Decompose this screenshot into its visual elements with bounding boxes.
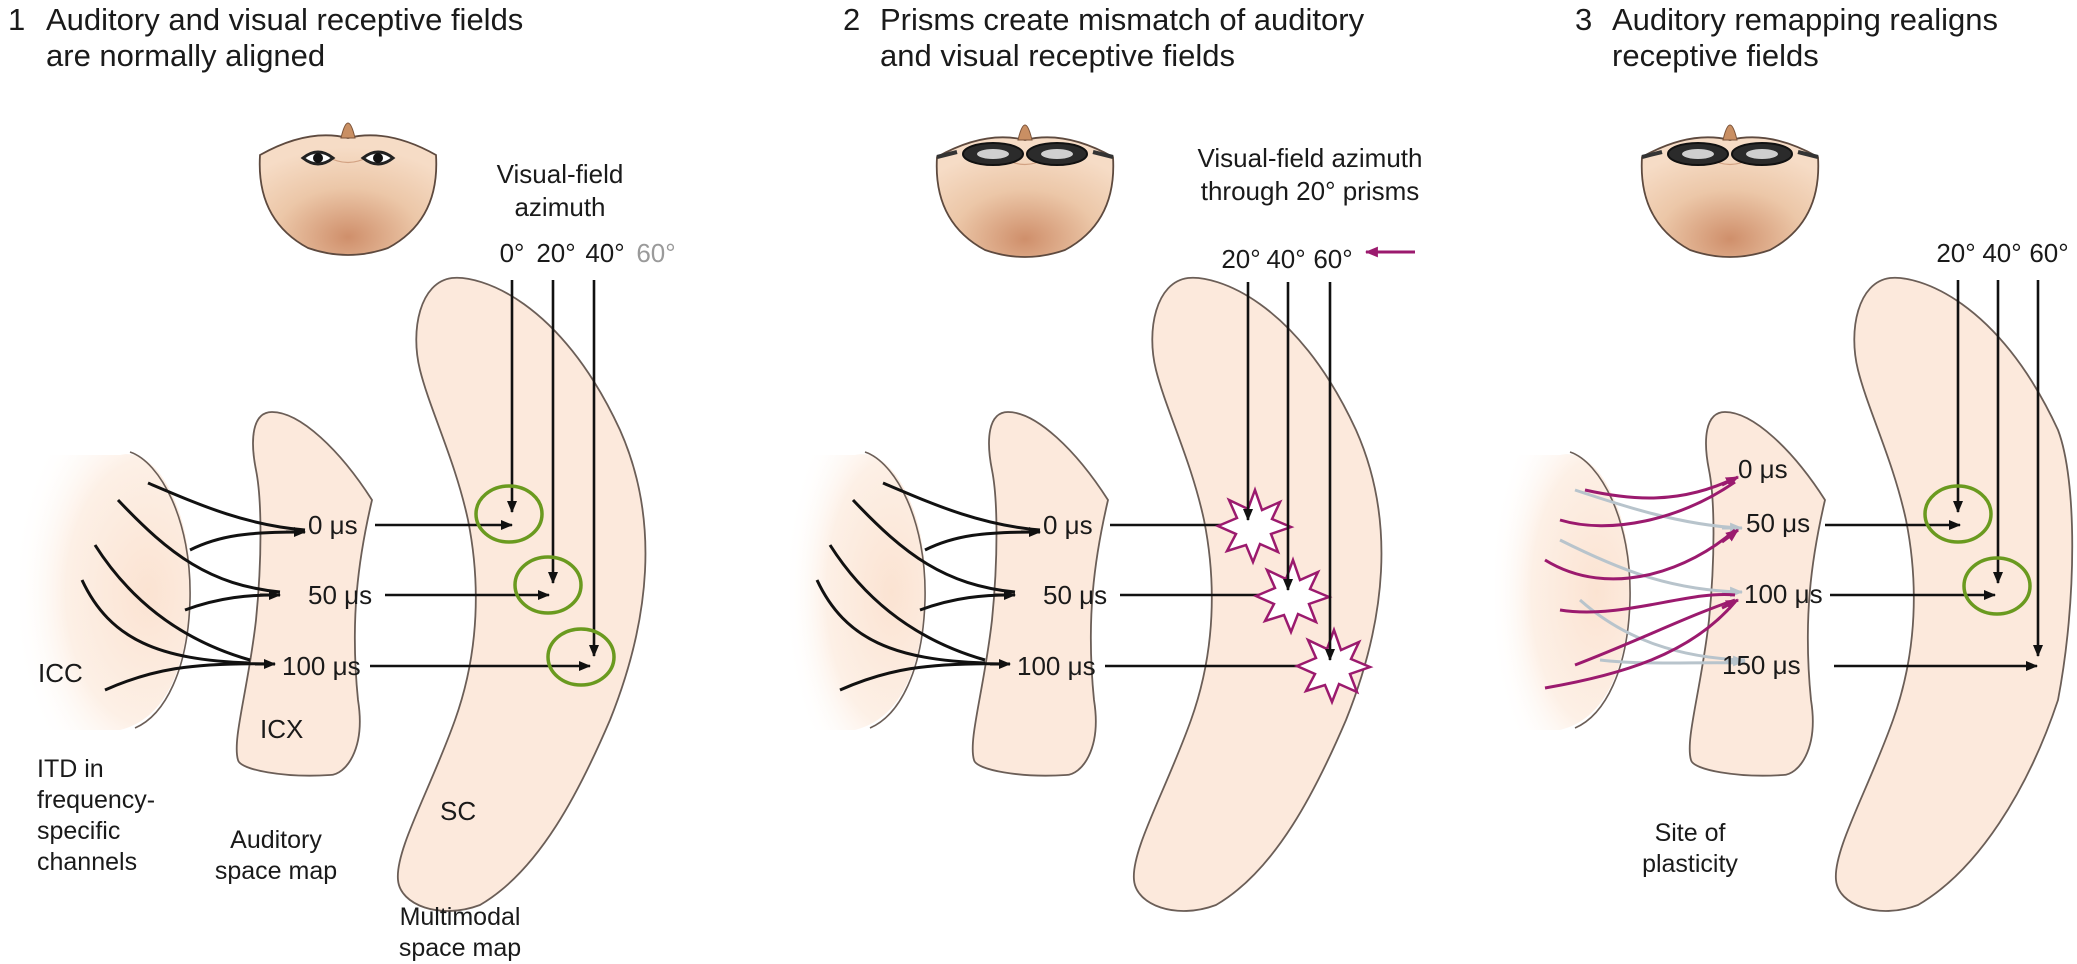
icc-fiber <box>828 544 986 662</box>
mismatch-star-icon <box>1214 486 1295 566</box>
icc-fiber <box>924 530 1036 552</box>
panel-1: 1 Auditory and visual receptive fields a… <box>8 2 676 962</box>
itd-label-150: 150 μs <box>1722 650 1801 680</box>
azimuth-tick-40: 40° <box>1982 238 2021 268</box>
icc-label: ICC <box>38 658 83 688</box>
icc-region <box>20 454 191 730</box>
new-itd-arrow <box>1721 475 1739 488</box>
itd-label-0: 0 μs <box>308 510 358 540</box>
itd-caption-4: channels <box>37 848 137 876</box>
icx-region <box>971 411 1109 777</box>
azimuth-tick-60: 60° <box>2029 238 2068 268</box>
itd-caption-3: specific <box>37 817 120 845</box>
azimuth-title-line1: Visual-field <box>497 159 624 189</box>
new-itd-path <box>1544 601 1737 690</box>
panel-3: 3 Auditory remapping realigns receptive … <box>1495 2 2074 912</box>
panel-1-number: 1 <box>8 2 25 37</box>
icx-region <box>1688 411 1826 777</box>
mismatch-star-icon <box>1293 626 1374 706</box>
owl-head-prisms-icon <box>935 124 1115 258</box>
itd-label-100: 100 μs <box>1017 651 1096 681</box>
itd-label-0: 0 μs <box>1043 510 1093 540</box>
itd-caption-1: ITD in <box>37 755 104 783</box>
icc-fiber <box>93 544 251 662</box>
panel-1-title-line2: are normally aligned <box>46 38 325 73</box>
itd-label-100: 100 μs <box>282 651 361 681</box>
icc-fiber <box>116 498 281 594</box>
panel-1-title-line1: Auditory and visual receptive fields <box>46 2 523 37</box>
icc-region <box>1495 454 1631 730</box>
itd-label-50: 50 μs <box>308 580 372 610</box>
icc-fiber <box>815 579 986 665</box>
icc-fiber <box>189 530 301 552</box>
auditory-caption-1: Auditory <box>230 826 322 854</box>
azimuth-tick-20: 20° <box>536 238 575 268</box>
mismatch-star-icon <box>1252 556 1333 636</box>
icc-fiber <box>104 662 276 692</box>
itd-caption-2: frequency- <box>37 786 155 814</box>
icx-label: ICX <box>260 714 303 744</box>
icc-outline <box>1569 451 1631 729</box>
panel-3-title-line2: receptive fields <box>1612 38 1819 73</box>
icc-region <box>790 454 926 730</box>
new-itd-arrow <box>1721 528 1739 544</box>
icc-fiber <box>851 498 1016 594</box>
icx-region <box>235 411 373 777</box>
receptive-field-circle <box>513 555 583 615</box>
auditory-caption-2: space map <box>215 857 337 885</box>
azimuth-tick-20: 20° <box>1936 238 1975 268</box>
owl-head-prisms-icon <box>1640 124 1820 258</box>
itd-label-50: 50 μs <box>1043 580 1107 610</box>
panel-2-title-line1: Prisms create mismatch of auditory <box>880 2 1365 37</box>
new-itd-path <box>1574 598 1736 667</box>
panel-3-title-line1: Auditory remapping realigns <box>1612 2 1998 37</box>
icc-fiber <box>882 481 1041 532</box>
panel-2-number: 2 <box>843 2 860 37</box>
receptive-field-circle <box>1962 556 2032 616</box>
azimuth-tick-0: 0° <box>500 238 525 268</box>
new-itd-path <box>1559 480 1736 528</box>
new-itd-path <box>1584 476 1736 500</box>
itd-label-100: 100 μs <box>1744 579 1823 609</box>
azimuth-tick-40: 40° <box>585 238 624 268</box>
panel-2: 2 Prisms create mismatch of auditory and… <box>790 2 1423 912</box>
receptive-field-circle <box>1923 484 1993 544</box>
new-itd-arrow <box>1721 598 1739 611</box>
azimuth-tick-20: 20° <box>1221 244 1260 274</box>
receptive-field-circle <box>546 627 616 687</box>
receptive-field-circle <box>474 484 544 544</box>
icc-fiber <box>839 662 1011 692</box>
icc-outline <box>864 451 926 729</box>
azimuth-title-line1: Visual-field azimuth <box>1198 143 1423 173</box>
old-itd-path <box>1599 658 1746 665</box>
sc-label: SC <box>440 796 476 826</box>
icc-fiber <box>80 579 251 665</box>
owl-head-icon <box>258 122 438 256</box>
azimuth-tick-60: 60° <box>1313 244 1352 274</box>
new-itd-path <box>1544 528 1736 581</box>
panel-2-title-line2: and visual receptive fields <box>880 38 1235 73</box>
itd-label-0: 0 μs <box>1738 454 1788 484</box>
azimuth-tick-60: 60° <box>636 238 675 268</box>
multimodal-caption-1: Multimodal <box>400 903 521 931</box>
itd-label-50: 50 μs <box>1746 508 1810 538</box>
icc-fiber <box>147 481 306 532</box>
azimuth-title-line2: through 20° prisms <box>1201 176 1420 206</box>
plasticity-caption-2: plasticity <box>1642 850 1738 878</box>
azimuth-title-line2: azimuth <box>514 192 605 222</box>
icc-outline <box>129 451 191 729</box>
new-itd-path <box>1559 592 1736 614</box>
multimodal-caption-2: space map <box>399 934 521 962</box>
azimuth-tick-40: 40° <box>1266 244 1305 274</box>
plasticity-caption-1: Site of <box>1655 819 1726 847</box>
old-itd-path <box>1574 488 1741 530</box>
panel-3-number: 3 <box>1575 2 1592 37</box>
